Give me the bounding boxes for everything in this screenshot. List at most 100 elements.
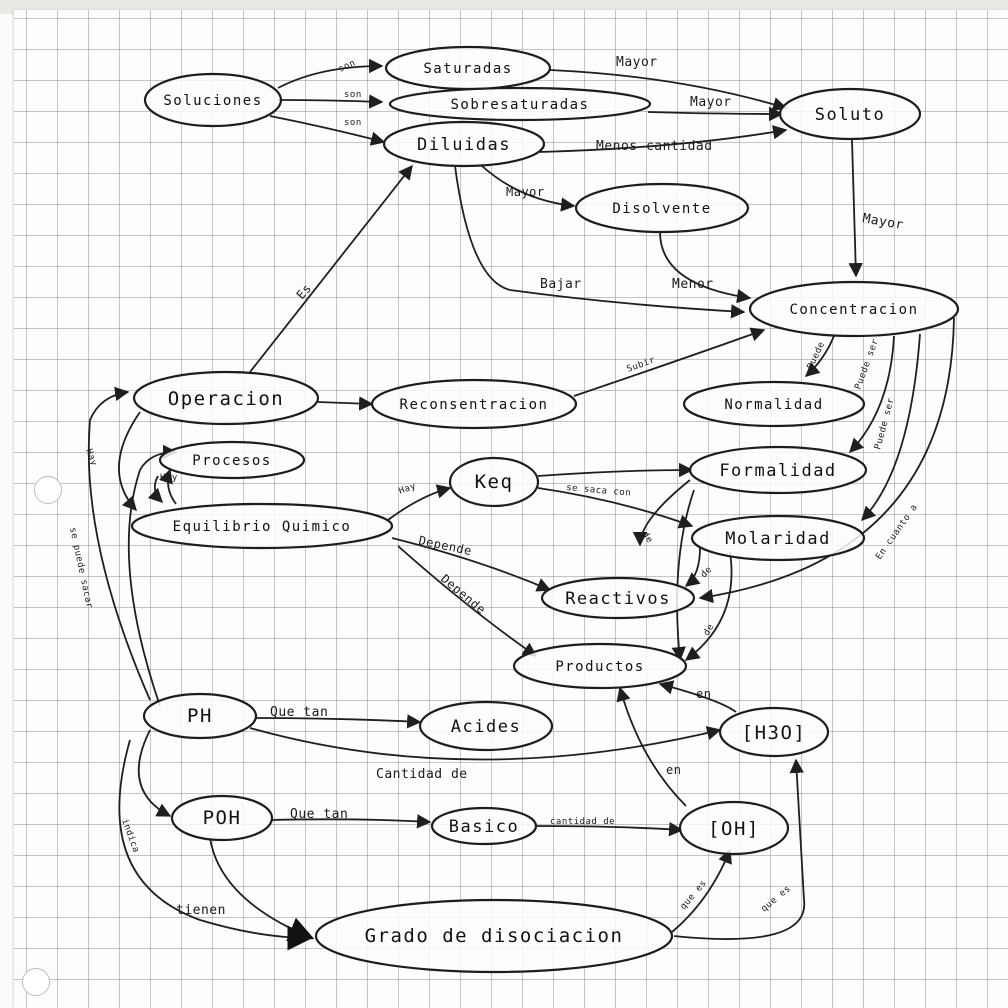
node-poh: POH: [170, 794, 274, 842]
node-label: Procesos: [192, 453, 271, 469]
edge-diluidas-concentracion: [454, 165, 746, 319]
edge-label-mayor: Mayor: [616, 55, 658, 70]
edge-label-hay: Hay: [83, 448, 98, 468]
node-label: Keq: [475, 471, 514, 493]
edge-label-que-tan: Que tan: [290, 807, 348, 822]
node-acides: Acides: [418, 700, 554, 752]
edge-saturadas-soluto: [549, 69, 788, 112]
edge-concentracion-normalidad: [804, 335, 835, 377]
edge-operacion-diluidas: [249, 164, 413, 373]
edge-label-menos-cantidad: Menos cantidad: [596, 139, 713, 154]
edge-formalidad-productos: [671, 489, 695, 662]
node-disolvente: Disolvente: [574, 182, 750, 234]
edge-label-en: en: [696, 687, 711, 701]
node-formalidad: Formalidad: [688, 445, 868, 495]
edge-operacion-reconsentracion: [317, 396, 374, 411]
edge-diluidas-soluto: [539, 125, 788, 153]
edge-label-tienen: tienen: [176, 903, 226, 918]
edge-label-puede-ser: Puede ser: [853, 337, 881, 391]
edge-label-mayor: Mayor: [506, 185, 545, 199]
node-label: Concentracion: [789, 302, 918, 318]
edge-label-son: son: [344, 90, 362, 100]
edge-sobresaturadas-soluto: [647, 106, 784, 122]
edge-keq-molaridad: [537, 487, 694, 529]
edge-reconsentracion-concentracion: [573, 327, 766, 397]
node-label: Acides: [451, 717, 521, 737]
edge-label-de: de: [640, 530, 655, 545]
edge-formalidad-reactivos: [632, 479, 691, 547]
edge-ph-grado: [118, 739, 313, 951]
node-label: Formalidad: [719, 461, 836, 481]
edges: [87, 58, 955, 951]
node-reactivos: Reactivos: [540, 576, 696, 620]
node-label: Reconsentracion: [400, 397, 549, 413]
node-label: Saturadas: [423, 61, 512, 77]
edge-ph-poh: [137, 729, 172, 817]
node-label: [H3O]: [742, 722, 807, 744]
edge-disolvente-concentracion: [659, 231, 752, 304]
edge-label-de: de: [702, 622, 717, 637]
edge-label-en-cuanto-a: En cuanto a: [874, 503, 920, 562]
node-label: Molaridad: [725, 529, 831, 549]
node-label: [OH]: [708, 818, 760, 840]
node-label: PH: [187, 705, 213, 727]
edge-label-mayor: Mayor: [861, 211, 905, 233]
node-molaridad: Molaridad: [690, 514, 866, 562]
edge-soluciones-sobresaturadas: [277, 94, 384, 109]
node-label: Productos: [555, 659, 644, 675]
edge-ph-h3o: [249, 726, 722, 761]
node-concentracion: Concentracion: [748, 280, 960, 338]
edge-poh-basico: [269, 814, 432, 829]
edge-label-depende: Depende: [438, 572, 488, 617]
edge-ph-procesos: [127, 444, 178, 707]
edge-label-depende: Depende: [417, 533, 473, 558]
edge-molaridad-productos: [684, 551, 733, 661]
edge-procesos-equilibrio: [147, 475, 164, 504]
node-soluto: Soluto: [778, 87, 922, 141]
edge-diluidas-disolvente: [481, 165, 576, 212]
node-productos: Productos: [512, 642, 688, 690]
edge-concentracion-cuanto: [698, 317, 955, 604]
node-label: Soluciones: [163, 93, 262, 109]
edge-equilibrio-keq: [387, 484, 452, 521]
node-saturadas: Saturadas: [384, 45, 552, 91]
node-operacion: Operacion: [132, 370, 320, 426]
edge-label-puede-ser: Puede ser: [873, 397, 896, 451]
edge-h3o-productos: [658, 680, 737, 713]
node-soluciones: Soluciones: [143, 72, 283, 128]
edge-ph-operacion: [87, 386, 151, 701]
edge-operacion-equilibrio: [118, 411, 141, 512]
node-label: Sobresaturadas: [450, 97, 589, 113]
node-label: Normalidad: [724, 397, 823, 413]
edge-label-que-es: que es: [760, 884, 794, 914]
node-equilibrio-quimico: Equilibrio Quimico: [130, 502, 394, 550]
binder-hole: [34, 476, 62, 504]
edge-soluciones-saturadas: [277, 58, 384, 89]
edge-equilibrio-productos: [397, 545, 538, 657]
node-label: Equilibrio Quimico: [173, 519, 352, 535]
edge-label-hay: Hay: [160, 473, 178, 483]
node-oh: [OH]: [678, 800, 790, 856]
edge-poh-grado: [209, 837, 315, 941]
node-label: POH: [203, 807, 242, 829]
node-label: Soluto: [815, 105, 885, 125]
node-diluidas: Diluidas: [382, 120, 546, 168]
edge-basico-oh: [533, 821, 684, 837]
edge-label-que-tan: Que tan: [270, 705, 328, 720]
edge-soluto-concentracion: [848, 139, 863, 278]
edge-label-bajar: Bajar: [540, 277, 582, 292]
node-h3o: [H3O]: [718, 706, 830, 758]
edge-label-que-es: que es: [679, 878, 709, 912]
edge-label-son: son: [344, 118, 362, 128]
edge-equilibrio-reactivos: [391, 537, 552, 592]
binder-hole: [22, 968, 50, 996]
node-grado-disociacion: Grado de disociacion: [314, 898, 674, 974]
edge-grado-oh: [671, 848, 732, 933]
edge-label-se-puede-sacar: se puede sacar: [67, 527, 94, 610]
node-procesos: Procesos: [158, 440, 306, 480]
node-sobresaturadas: Sobresaturadas: [388, 86, 652, 122]
edge-label-en: en: [666, 763, 681, 777]
edge-ph-acides: [255, 714, 422, 729]
nodes: Soluciones Saturadas Sobresaturadas Dilu…: [130, 45, 960, 974]
